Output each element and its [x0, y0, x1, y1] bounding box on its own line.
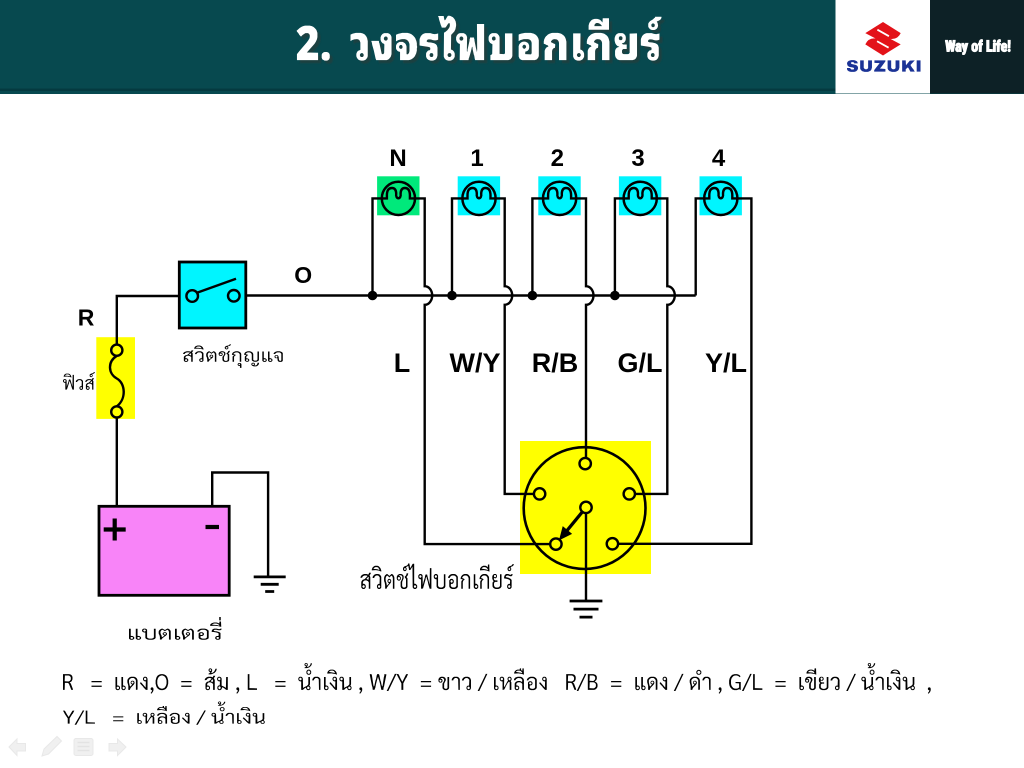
svg-text:Y/L: Y/L: [705, 348, 747, 378]
svg-text:L: L: [394, 348, 411, 378]
svg-text:R/B: R/B: [532, 348, 579, 378]
svg-text:O: O: [294, 262, 312, 288]
svg-text:G/L: G/L: [618, 348, 663, 378]
svg-text:2: 2: [551, 145, 564, 172]
svg-text:N: N: [389, 145, 406, 172]
svg-text:1: 1: [470, 145, 483, 172]
svg-text:4: 4: [712, 145, 726, 172]
svg-text:R: R: [78, 304, 95, 330]
svg-text:3: 3: [631, 145, 644, 172]
svg-text:W/Y: W/Y: [450, 348, 501, 378]
